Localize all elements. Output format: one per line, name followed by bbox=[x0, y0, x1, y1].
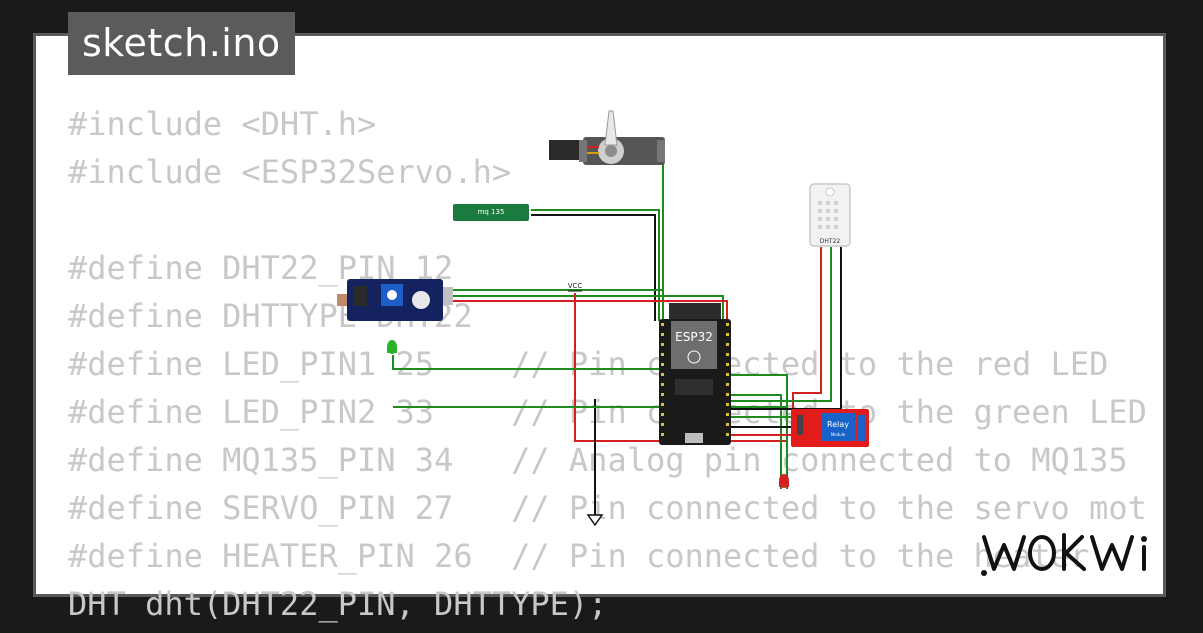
ground-marker bbox=[586, 514, 604, 527]
dht22-sensor: DHT22 bbox=[809, 183, 851, 247]
code-line: #include <ESP32Servo.h> bbox=[68, 153, 512, 191]
esp32-board: ESP32 bbox=[659, 303, 731, 445]
code-line: DHT dht(DHT22_PIN, DHTTYPE); bbox=[68, 585, 608, 623]
code-line: #define LED_PIN2 33 // Pin connected to … bbox=[68, 393, 1147, 431]
code-line: #define SERVO_PIN 27 // Pin connected to… bbox=[68, 489, 1147, 527]
relay-label: Relay bbox=[827, 420, 849, 429]
light-sensor-module bbox=[337, 279, 453, 321]
vcc-marker: VCC bbox=[568, 282, 583, 292]
red-led bbox=[779, 474, 789, 488]
code-line: #define DHT22_PIN 12 bbox=[68, 249, 454, 287]
code-line: #define HEATER_PIN 26 // Pin connected t… bbox=[68, 537, 1090, 575]
wire-green-led bbox=[392, 355, 659, 370]
wire-mq135-black bbox=[531, 214, 656, 321]
code-block: #include <DHT.h> #include <ESP32Servo.h> #… bbox=[68, 100, 1147, 628]
code-line: #define DHTTYPE DHT22 bbox=[68, 297, 473, 335]
wokwi-logo bbox=[981, 533, 1147, 576]
file-name-tab[interactable]: sketch.ino bbox=[68, 12, 295, 75]
vcc-label: VCC bbox=[568, 282, 583, 290]
code-line: #define MQ135_PIN 34 // Analog pin conne… bbox=[68, 441, 1128, 479]
relay-module: Relay Module bbox=[791, 409, 869, 447]
dht22-label: DHT22 bbox=[820, 238, 841, 245]
wire-dht-red bbox=[792, 247, 822, 421]
wire-ldr-2 bbox=[453, 295, 724, 321]
code-line: #include <DHT.h> bbox=[68, 105, 377, 143]
relay-sublabel: Module bbox=[831, 432, 846, 437]
green-led bbox=[387, 340, 397, 354]
mq135-sensor: mq 135 bbox=[453, 204, 529, 221]
mq135-label: mq 135 bbox=[478, 208, 505, 216]
servo-motor bbox=[549, 110, 665, 165]
circuit-diagram: mq 135 DHT22 VCC bbox=[337, 110, 869, 527]
wire-ldr-3 bbox=[453, 300, 728, 321]
code-card: #include <DHT.h> #include <ESP32Servo.h> #… bbox=[33, 33, 1166, 623]
wire-mq135-green bbox=[531, 209, 660, 321]
esp32-label: ESP32 bbox=[675, 330, 713, 344]
wire-dht-green bbox=[726, 247, 832, 423]
